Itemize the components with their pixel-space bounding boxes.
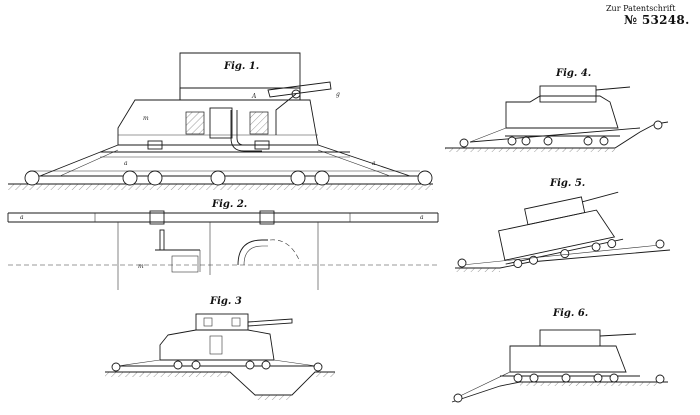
window-panel [185, 111, 205, 135]
svg-text:a: a [124, 160, 128, 167]
figure-6-label: Fig. 6. [552, 308, 588, 319]
wheel [122, 170, 138, 186]
figure-5-inclined-climb: Fig. 5. [455, 178, 671, 272]
hatch-door [209, 107, 233, 139]
ground-strip [8, 184, 433, 190]
turret [539, 85, 597, 103]
hull-body [117, 87, 319, 146]
figure-4-label: Fig. 4. [555, 68, 591, 79]
svg-text:a: a [20, 214, 24, 221]
gun-barrel [247, 318, 293, 327]
turret [524, 196, 586, 226]
wheel [453, 393, 463, 403]
wheel [583, 136, 593, 146]
gun-arc [237, 239, 268, 266]
figure-4-embankment-approach: Fig. 4. [445, 68, 669, 152]
hull-body [505, 95, 619, 129]
spring-block [254, 140, 270, 150]
wheel [607, 239, 617, 249]
wheel [245, 360, 255, 370]
svg-text:m: m [143, 115, 149, 122]
wheel [543, 136, 553, 146]
hull-body [498, 209, 616, 261]
wheel [653, 120, 663, 130]
wheel [261, 360, 271, 370]
hull-body [509, 345, 627, 373]
wheel [313, 362, 323, 372]
svg-text:A: A [251, 93, 257, 100]
wheel [599, 136, 609, 146]
hull-body [159, 329, 275, 361]
wheel [513, 373, 523, 383]
wheel [290, 170, 306, 186]
pipe [236, 110, 262, 146]
gun-lever [275, 93, 297, 135]
figure-6-descent: Fig. 6. [451, 308, 668, 403]
wheel [655, 374, 665, 384]
wheel [561, 373, 571, 383]
wheel [173, 360, 183, 370]
figure-5-label: Fig. 5. [549, 178, 585, 189]
wheel [593, 373, 603, 383]
figure-3-trench-crossing: Fig. 3 [105, 296, 335, 400]
svg-text:a: a [372, 160, 376, 167]
header-zur-patentschrift: Zur Patentschrift [606, 4, 676, 13]
wheel [521, 136, 531, 146]
turret [539, 329, 601, 347]
svg-text:m: m [138, 263, 144, 270]
track-frame [461, 244, 661, 266]
wheel [111, 362, 121, 372]
wheel [191, 360, 201, 370]
wheel [147, 170, 163, 186]
gun-barrel [582, 191, 619, 203]
front-strut [39, 144, 119, 177]
wheel [507, 136, 517, 146]
wheel [609, 373, 619, 383]
wheel [457, 258, 467, 268]
figure-3-label: Fig. 3 [209, 296, 242, 307]
figure-1-label: Fig. 1. [223, 61, 259, 72]
track-frame [469, 127, 641, 143]
axle-block [259, 210, 275, 225]
wheel [210, 170, 226, 186]
wheel [513, 259, 523, 269]
spring-block [147, 140, 163, 150]
rear-strut [317, 144, 411, 177]
wheel [529, 255, 538, 265]
wheel [655, 239, 665, 249]
svg-text:g: g [336, 91, 340, 98]
gun-pivot [291, 89, 301, 99]
wheel [24, 170, 40, 186]
gun-barrel [595, 86, 631, 91]
wheel [314, 170, 330, 186]
gun-barrel [267, 81, 332, 98]
header-patent-number: № 53248. [624, 13, 690, 27]
svg-text:a: a [420, 214, 424, 221]
figure-2-label: Fig. 2. [211, 199, 247, 210]
figure-1-side-elevation: Fig. 1. [8, 52, 433, 190]
pump-box [171, 255, 199, 273]
axle-block [149, 210, 165, 225]
wheel [417, 170, 433, 186]
window-panel [249, 111, 269, 135]
figure-2-plan-view: Fig. 2. a a m [7, 199, 439, 290]
gun-barrel [599, 333, 637, 337]
wheel [560, 249, 570, 259]
wheel [529, 373, 539, 383]
wheel [591, 242, 601, 252]
wheel [459, 138, 469, 148]
